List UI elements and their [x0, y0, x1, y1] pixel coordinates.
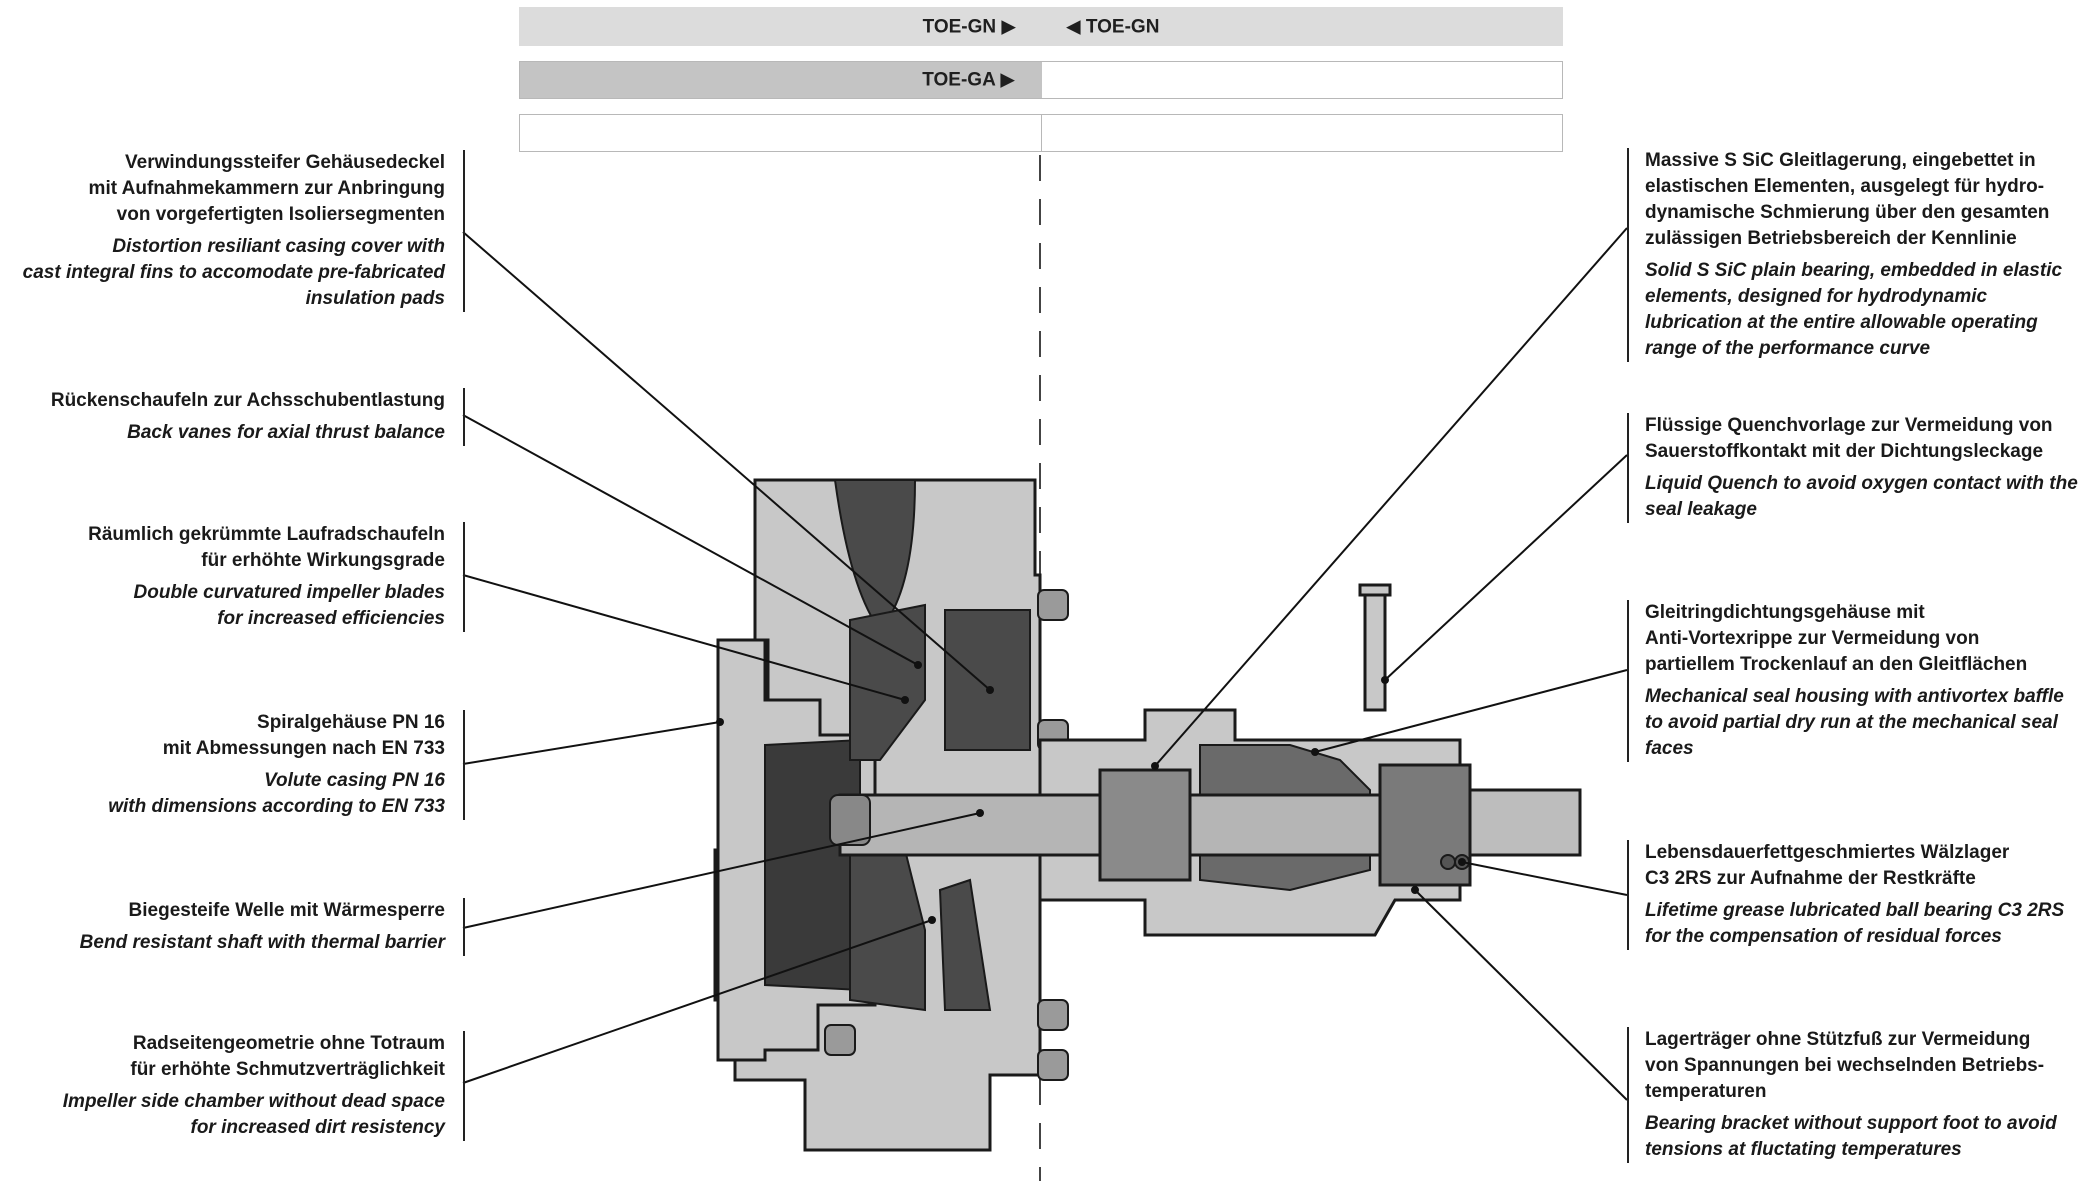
- suction-nozzle: [764, 738, 861, 992]
- model-bar-row-3: [519, 114, 1563, 152]
- casing-cover-chamber: [944, 609, 1031, 751]
- callout-shaft-de: Biegesteife Welle mit Wärmesperre: [128, 900, 445, 921]
- leader-lines-left: [462, 231, 991, 1084]
- callout-shaft: Biegesteife Welle mit Wärmesperre Bend r…: [80, 898, 465, 956]
- callout-bearing-bracket-en: Bearing bracket without support foot to …: [1645, 1113, 2057, 1160]
- leader-dots-right: [1151, 676, 1466, 894]
- callout-plain-bearing-en: Solid S SiC plain bearing, embedded in e…: [1645, 260, 2063, 359]
- shaft: [838, 763, 1582, 887]
- model-bar-row-1: TOE-GN ▶ ◀ TOE-GN: [519, 7, 1563, 46]
- quench-pipe: [1358, 583, 1392, 712]
- callout-bearing-bracket-de: Lagerträger ohne Stützfuß zur Vermeidung…: [1645, 1029, 2045, 1102]
- callout-impeller-side-chamber-en: Impeller side chamber without dead space…: [62, 1091, 445, 1138]
- leader-lines-right: [1154, 227, 1628, 1101]
- toe-ga-label: TOE-GA ▶: [922, 69, 1015, 91]
- leader-dots-left: [716, 661, 994, 924]
- shaft-nut: [829, 794, 871, 846]
- callout-seal-housing-en: Mechanical seal housing with antivortex …: [1645, 686, 2064, 759]
- callout-back-vanes-en: Back vanes for axial thrust balance: [127, 422, 445, 443]
- callout-liquid-quench-de: Flüssige Quenchvorlage zur Vermeidung vo…: [1645, 415, 2053, 462]
- callout-ball-bearing-en: Lifetime grease lubricated ball bearing …: [1645, 900, 2065, 947]
- toe-gn-left-label: TOE-GN ▶: [922, 16, 1016, 37]
- toe-gn-right-label: ◀ TOE-GN: [1066, 16, 1160, 37]
- callout-back-vanes-de: Rückenschaufeln zur Achsschubentlastung: [50, 390, 445, 411]
- ball-bearing: [1440, 854, 1470, 870]
- toe-ga-cell: [520, 62, 1042, 98]
- callout-liquid-quench: Flüssige Quenchvorlage zur Vermeidung vo…: [1627, 413, 2078, 523]
- callout-back-vanes: Rückenschaufeln zur Achsschubentlastung …: [51, 388, 465, 446]
- callout-plain-bearing: Massive S SiC Gleitlagerung, eingebettet…: [1627, 148, 2062, 362]
- callout-plain-bearing-de: Massive S SiC Gleitlagerung, eingebettet…: [1645, 150, 2050, 249]
- callout-shaft-en: Bend resistant shaft with thermal barrie…: [79, 932, 445, 953]
- row-3-divider: [1041, 115, 1042, 151]
- callout-bearing-bracket: Lagerträger ohne Stützfuß zur Vermeidung…: [1627, 1027, 2057, 1163]
- callout-liquid-quench-en: Liquid Quench to avoid oxygen contact wi…: [1645, 473, 2078, 520]
- model-bar-row-2: TOE-GA ▶: [519, 61, 1563, 99]
